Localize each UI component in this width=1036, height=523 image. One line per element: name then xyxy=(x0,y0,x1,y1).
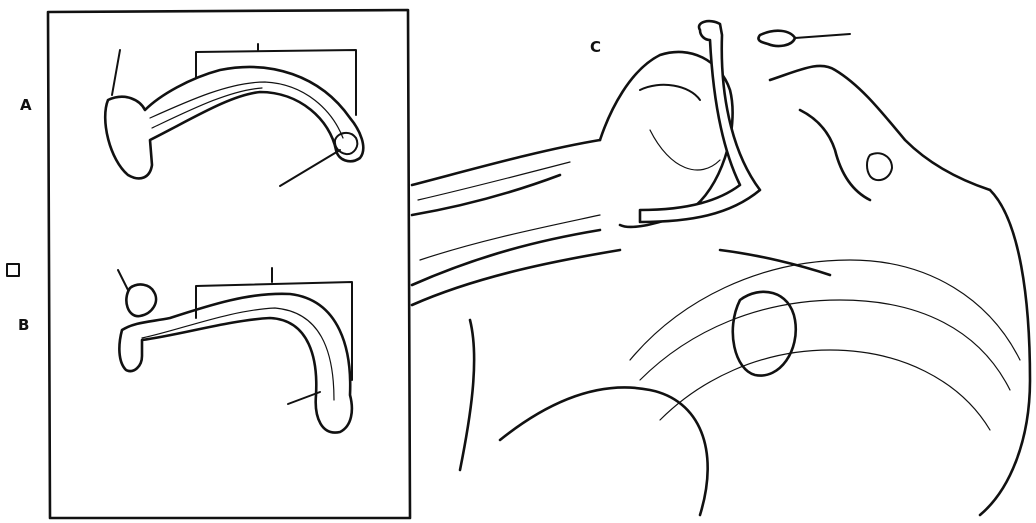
checkbox-square xyxy=(7,264,19,276)
panel-label-b: B xyxy=(18,316,29,334)
airway-b xyxy=(118,268,352,433)
panel-label-c: C xyxy=(590,38,601,56)
head-illustration xyxy=(412,21,1030,515)
panel-label-a: A xyxy=(20,96,32,114)
airway-a xyxy=(105,44,363,186)
